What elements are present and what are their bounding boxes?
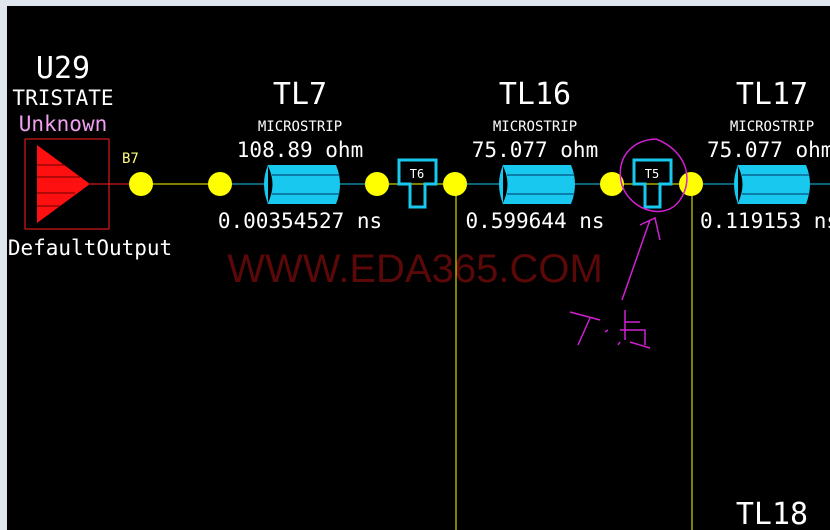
node-dot[interactable]	[365, 172, 389, 196]
node-dot[interactable]	[208, 172, 232, 196]
tee-t6[interactable]: T6	[397, 158, 438, 209]
tl17-impedance: 75.077 ohm	[707, 138, 830, 162]
tee-icon	[632, 158, 673, 209]
tl17-delay: 0.119153 ns	[700, 209, 830, 233]
tl7-delay: 0.00354527 ns	[218, 209, 382, 233]
tristate-driver-icon[interactable]	[24, 138, 110, 230]
circle-mark	[619, 138, 688, 213]
schematic-canvas: WWW.EDA365.COM U29 TRISTATE Unknown B7 D…	[7, 6, 830, 530]
tl17-kind: MICROSTRIP	[730, 119, 814, 135]
node-dot[interactable]	[129, 172, 153, 196]
arrow-mark	[621, 216, 661, 301]
tl16-delay: 0.599644 ns	[465, 209, 604, 233]
tl16-kind: MICROSTRIP	[493, 119, 577, 135]
node-dot[interactable]	[679, 172, 703, 196]
tl17[interactable]: TL17 MICROSTRIP 75.077 ohm 0.119153 ns	[700, 77, 830, 233]
tl16-impedance: 75.077 ohm	[472, 138, 598, 162]
tee-t5[interactable]: T5	[632, 158, 673, 209]
component-type: TRISTATE	[12, 86, 113, 110]
tl17-name: TL17	[736, 77, 808, 112]
node-dot[interactable]	[443, 172, 467, 196]
tl7-impedance: 108.89 ohm	[237, 138, 363, 162]
cylinder-icon	[499, 165, 575, 204]
tl16[interactable]: TL16 MICROSTRIP 75.077 ohm 0.599644 ns	[465, 77, 604, 233]
tl7-kind: MICROSTRIP	[258, 119, 342, 135]
tee-label: T6	[410, 167, 424, 181]
watermark: WWW.EDA365.COM	[227, 247, 603, 291]
tl18-name: TL18	[736, 497, 808, 530]
cylinder-icon	[264, 165, 340, 204]
tee-label: T5	[645, 167, 659, 181]
component-model: Unknown	[19, 112, 108, 136]
tee-icon	[397, 158, 438, 209]
component-ref: U29	[36, 51, 90, 86]
tl7[interactable]: TL7 MICROSTRIP 108.89 ohm 0.00354527 ns	[218, 77, 382, 233]
tl7-name: TL7	[273, 77, 327, 112]
component-output: DefaultOutput	[8, 236, 172, 260]
cylinder-icon	[734, 165, 810, 204]
tl16-name: TL16	[499, 77, 571, 112]
pin-label: B7	[122, 151, 139, 167]
node-dot[interactable]	[600, 172, 624, 196]
handwritten-annotation	[569, 138, 688, 349]
